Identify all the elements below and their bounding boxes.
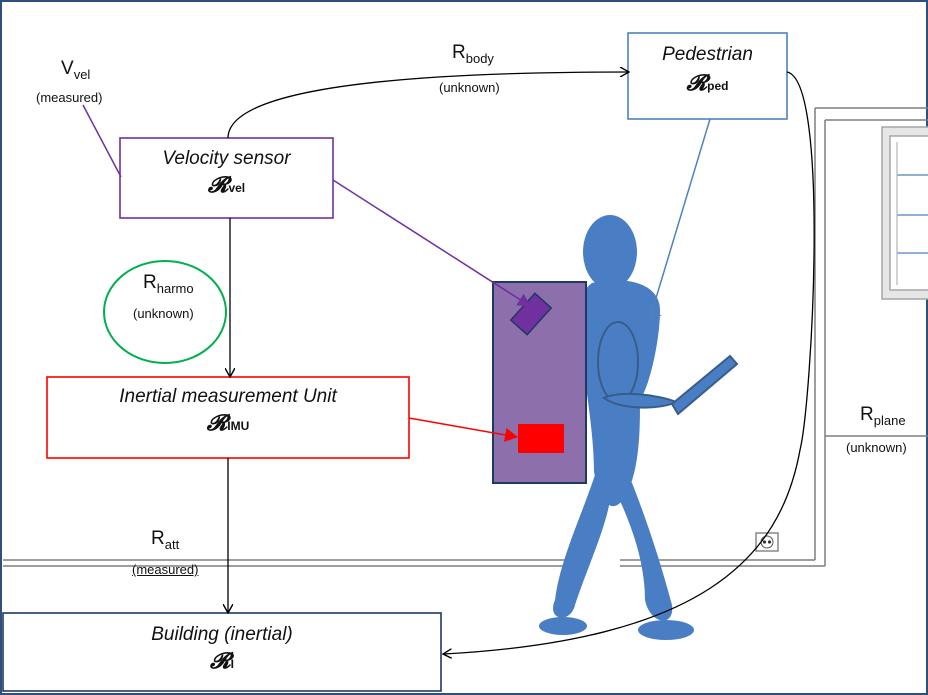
vvel-label: Vvel [61, 58, 90, 82]
rbody-arrow [227, 72, 628, 139]
velocity-frame-script: 𝓡 [207, 172, 229, 198]
imu-frame-symbol: 𝓡IMU [47, 410, 409, 436]
rharmo-label: Rharmo [143, 272, 194, 296]
rplane-label: Rplane [860, 404, 906, 428]
imu-frame-sub: IMU [227, 419, 250, 433]
ped-to-building-arrow [444, 71, 815, 654]
vvel-line [82, 104, 122, 178]
rharmo-main: R [143, 272, 157, 293]
power-outlet-icon [755, 532, 779, 552]
rplane-sub: plane [873, 413, 906, 428]
velocity-frame-sub: vel [228, 181, 246, 195]
vvel-sub: vel [73, 67, 91, 82]
rbody-sub: body [465, 51, 494, 66]
vvel-note: (measured) [36, 90, 103, 105]
vvel-main: V [61, 58, 74, 79]
imu-frame-script: 𝓡 [206, 410, 228, 436]
rplane-main: R [860, 404, 874, 425]
velocity-sensor-device [509, 292, 553, 336]
velocity-sensor-title: Velocity sensor [162, 148, 291, 169]
window-icon [881, 126, 928, 300]
building-box [2, 612, 442, 692]
rplane-note: (unknown) [846, 440, 907, 455]
building-frame-symbol: 𝓡I [3, 648, 441, 674]
velocity-sensor-box [119, 137, 334, 219]
pedestrian-figure-icon [539, 215, 739, 640]
velocity-frame-symbol: 𝓡vel [120, 172, 333, 198]
rharmo-sub: harmo [156, 281, 194, 296]
building-title: Building (inertial) [151, 624, 293, 645]
pedestrian-frame-symbol: 𝓡ped [628, 70, 787, 96]
ratt-label: Ratt [151, 528, 179, 552]
imu-title: Inertial measurement Unit [119, 386, 337, 407]
pedestrian-title: Pedestrian [662, 44, 753, 65]
building-frame-script: 𝓡 [210, 648, 231, 674]
ratt-main: R [151, 528, 165, 549]
pedestrian-frame-script: 𝓡 [686, 70, 708, 96]
rbody-note: (unknown) [439, 80, 500, 95]
rharmo-note: (unknown) [133, 306, 194, 321]
ratt-note: (measured) [132, 562, 199, 577]
rbody-label: Rbody [452, 42, 494, 66]
harmo-circle [103, 260, 227, 364]
imu-to-device-arrow [408, 417, 518, 442]
pedestrian-box [627, 32, 788, 120]
pedestrian-frame-sub: ped [707, 79, 729, 93]
rbody-main: R [452, 42, 466, 63]
building-frame-sub: I [230, 657, 234, 671]
ratt-sub: att [164, 537, 180, 552]
imu-device [518, 424, 564, 453]
vel-to-device-arrow [332, 179, 531, 307]
ped-to-body-arrow [650, 118, 711, 318]
